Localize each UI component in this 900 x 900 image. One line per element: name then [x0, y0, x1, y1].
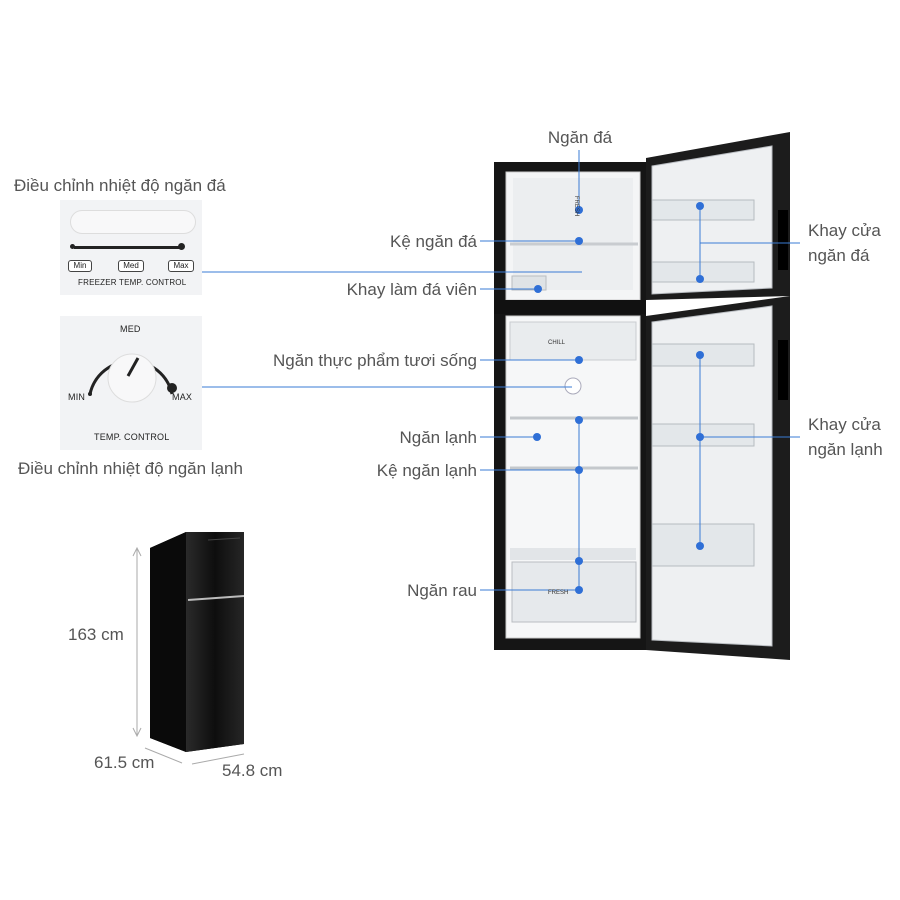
- fridge-dial-svg: [88, 353, 177, 403]
- label-khay-cua-ngan-da-2: ngăn đá: [808, 246, 870, 265]
- freezer-max-button[interactable]: Max: [168, 260, 194, 272]
- freezer-control-panel: Min Med Max FREEZER TEMP. CONTROL: [60, 200, 202, 295]
- fridge-control-caption: Điều chỉnh nhiệt độ ngăn lạnh: [18, 459, 243, 478]
- connector-lines: [202, 150, 800, 591]
- dimension-depth: 61.5 cm: [94, 753, 155, 772]
- freezer-dial-slot: [70, 210, 196, 234]
- freezer-panel-text: FREEZER TEMP. CONTROL: [78, 278, 187, 287]
- label-ngan-rau: Ngăn rau: [407, 581, 477, 600]
- freezer-control-caption: Điều chỉnh nhiệt độ ngăn đá: [14, 176, 226, 195]
- dimension-height: 163 cm: [68, 625, 124, 644]
- fridge-min-label: MIN: [68, 392, 86, 402]
- freezer-med-button[interactable]: Med: [118, 260, 144, 272]
- freezer-slider-track: [74, 246, 184, 249]
- chill-label: CHILL: [548, 340, 566, 346]
- fridge-open: [494, 132, 790, 660]
- label-ngan-lanh: Ngăn lạnh: [399, 428, 477, 447]
- dimension-width: 54.8 cm: [222, 761, 283, 780]
- label-ke-ngan-lanh: Kệ ngăn lạnh: [376, 461, 477, 480]
- label-ngan-da: Ngăn đá: [547, 128, 613, 147]
- fresh-badge: FRESH: [573, 195, 580, 217]
- fridge-panel-text: TEMP. CONTROL: [94, 432, 170, 442]
- freezer-min-dot: [70, 244, 75, 249]
- dimension-lines: [132, 546, 245, 765]
- fridge-med-label: MED: [120, 324, 141, 334]
- label-khay-lam-da: Khay làm đá viên: [346, 280, 477, 299]
- label-khay-cua-ngan-lanh-2: ngăn lạnh: [808, 440, 883, 459]
- freezer-max-dot: [178, 243, 185, 250]
- label-ke-ngan-da: Kệ ngăn đá: [390, 232, 477, 251]
- fridge-max-label: MAX: [172, 392, 193, 402]
- fridge-control-panel: MED MIN MAX TEMP. CONTROL: [60, 316, 202, 450]
- label-khay-cua-ngan-da-1: Khay cửa: [808, 221, 881, 240]
- fridge-closed: [150, 532, 245, 752]
- label-khay-cua-ngan-lanh-1: Khay cửa: [808, 415, 881, 434]
- label-ngan-tuoi-song: Ngăn thực phẩm tươi sống: [272, 351, 477, 370]
- marker-dots: [533, 202, 704, 594]
- freezer-min-button[interactable]: Min: [68, 260, 92, 272]
- crisper-label: FRESH: [548, 590, 569, 596]
